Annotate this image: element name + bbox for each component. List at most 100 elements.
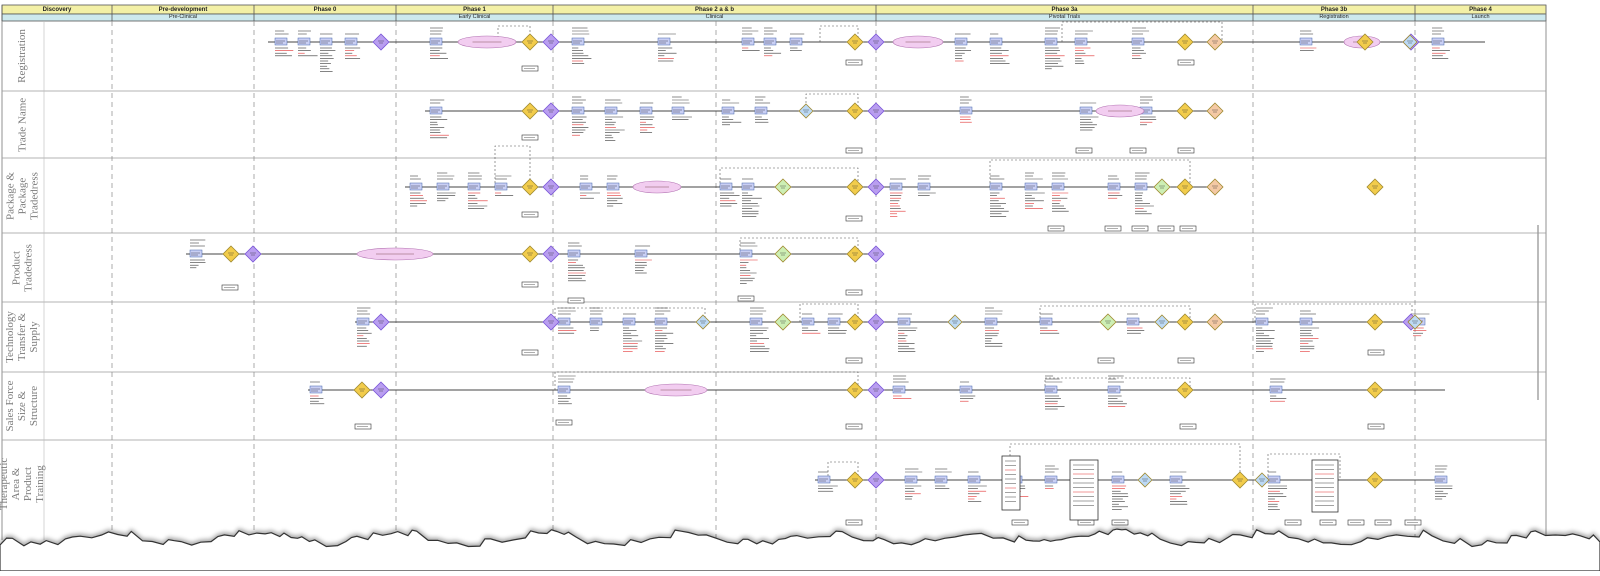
decision-diamond: [542, 178, 560, 196]
phase-header-4: Phase 2 a & b: [694, 7, 735, 13]
task-box: [274, 37, 288, 46]
decision-diamond: [947, 314, 963, 330]
task-group: [934, 468, 952, 489]
task-box: [571, 106, 585, 115]
task-box: [634, 249, 648, 258]
decision-diamond: [1176, 33, 1194, 51]
task-box: [297, 37, 311, 46]
task-box: [1269, 385, 1283, 394]
task-box: [309, 385, 323, 394]
task-box: [1074, 37, 1088, 46]
task-box: [356, 317, 370, 326]
torn-edge: [0, 528, 1600, 572]
task-group: [467, 172, 488, 209]
task-group: [817, 471, 838, 492]
feedback-loop: [805, 93, 859, 111]
feedback-loop: [1254, 303, 1413, 322]
feedback-loop: [989, 159, 1191, 187]
decision-diamond: [846, 33, 864, 51]
decision-diamond: [1206, 178, 1224, 196]
task-box: [754, 106, 768, 115]
task-group: [967, 471, 987, 502]
phase-header-5: Phase 3a: [1051, 7, 1078, 13]
task-box: [897, 317, 911, 326]
task-group: [1044, 27, 1065, 70]
stage-header-3: Early Clinical: [458, 14, 491, 20]
stage-header-2: [254, 14, 396, 21]
task-group: [654, 307, 674, 352]
task-group: [1079, 102, 1099, 131]
task-box: [1044, 475, 1058, 484]
feedback-loop: [1039, 305, 1191, 322]
task-box: [494, 182, 508, 191]
task-box: [1431, 37, 1445, 46]
decision-diamond: [846, 313, 864, 331]
task-box: [892, 385, 906, 394]
feedback-loop: [1061, 21, 1223, 42]
task-group: [571, 96, 589, 136]
decision-diamond: [1153, 178, 1171, 196]
decision-diamond: [521, 245, 539, 263]
decision-diamond: [846, 245, 864, 263]
task-box: [984, 317, 998, 326]
stage-header-1: Pre-Clinical: [168, 14, 198, 20]
task-box: [606, 182, 620, 191]
task-box: [671, 106, 685, 115]
task-box: [1299, 37, 1313, 46]
task-box: [654, 317, 668, 326]
grouped-tasks-box: [1311, 459, 1339, 513]
decision-diamond: [1154, 314, 1170, 330]
task-box: [801, 317, 815, 326]
feedback-loop: [1044, 377, 1191, 390]
decision-diamond: [867, 471, 885, 489]
task-group: [1269, 378, 1287, 402]
decision-diamond: [1402, 34, 1418, 50]
task-group: [571, 27, 592, 64]
task-group: [634, 245, 652, 274]
task-box: [889, 182, 903, 191]
task-box: [763, 37, 777, 46]
task-group: [721, 99, 742, 126]
task-group: [754, 96, 771, 123]
task-box: [954, 37, 968, 46]
stage-header-7: Launch: [1471, 14, 1490, 20]
task-box: [1024, 182, 1038, 191]
task-box: [319, 37, 333, 46]
task-box: [604, 106, 618, 115]
task-box: [189, 249, 203, 258]
grouped-tasks-box: [1069, 459, 1099, 521]
stage-header-5: Pivotal Trials: [1048, 14, 1081, 20]
feedback-loop: [494, 145, 531, 187]
decision-diamond: [846, 102, 864, 120]
task-group: [1107, 375, 1127, 407]
task-group: [409, 175, 428, 207]
task-box: [1434, 475, 1448, 484]
task-group: [622, 313, 643, 352]
task-group: [1126, 313, 1145, 334]
feedback-loop: [827, 461, 859, 480]
decision-diamond: [846, 471, 864, 489]
phase-header-6: Phase 3b: [1320, 7, 1348, 13]
stage-header-6: Registration: [1319, 14, 1349, 20]
decision-diamond: [1254, 472, 1270, 488]
decision-diamond: [867, 245, 885, 263]
decision-diamond: [1366, 381, 1384, 399]
task-box: [917, 182, 931, 191]
task-box: [719, 182, 733, 191]
task-group: [436, 172, 456, 202]
decision-diamond: [521, 33, 539, 51]
task-group: [274, 30, 294, 57]
task-box: [904, 475, 918, 484]
task-box: [1131, 37, 1145, 46]
feedback-loop: [739, 237, 859, 254]
task-box: [571, 37, 585, 46]
task-box: [967, 475, 981, 484]
decision-diamond: [542, 102, 560, 120]
task-box: [1051, 182, 1065, 191]
task-box: [1267, 475, 1281, 484]
task-group: [657, 33, 677, 62]
task-group: [989, 175, 1009, 217]
task-group: [954, 33, 972, 62]
task-group: [189, 239, 206, 269]
